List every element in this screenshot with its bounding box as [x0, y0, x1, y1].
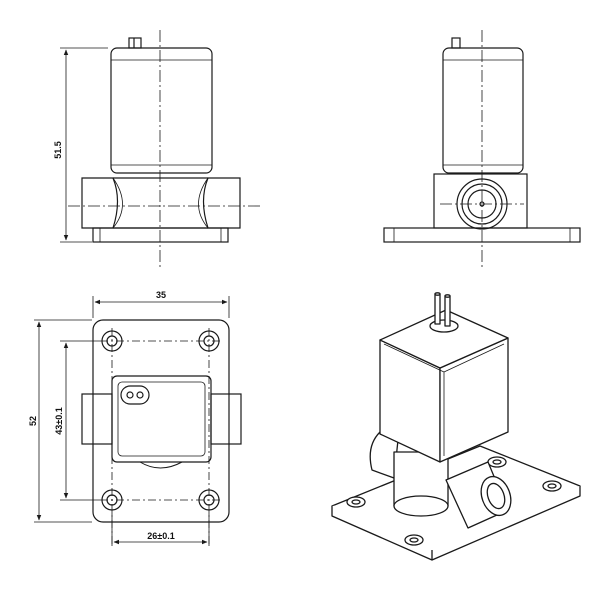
height-dimension: [60, 47, 108, 243]
front-view-coil-body: [110, 47, 213, 174]
side-view-centerlines: [440, 30, 524, 268]
top-view-centerlines: [100, 328, 222, 545]
top-view-base-plate: [92, 319, 230, 523]
top-view-connector: [120, 385, 150, 405]
front-view-base-flange: [92, 227, 229, 243]
top-view-port-right: [210, 393, 242, 445]
hole-spacing-horizontal-label: 26±0.1: [147, 531, 174, 541]
isometric-coil-top: [379, 309, 509, 369]
front-view-valve-body: [81, 177, 119, 229]
isometric-connector-boss: [429, 319, 459, 333]
height-dimension-label: 51.5: [53, 141, 63, 159]
width-dimension: [92, 296, 230, 318]
front-view-centerlines: [68, 30, 262, 268]
front-view: [81, 37, 241, 243]
hole-spacing-horizontal-dimension: [111, 512, 210, 546]
side-view-terminal-pins: [451, 37, 461, 49]
length-dimension-label: 52: [28, 416, 38, 426]
front-view-terminal-pins: [128, 37, 142, 49]
isometric-view: [331, 292, 581, 561]
length-dimension: [34, 319, 92, 523]
isometric-port-back: [369, 431, 399, 479]
isometric-terminal-pin-2: [444, 295, 451, 327]
hole-spacing-vertical-label: 43±0.1: [54, 407, 64, 434]
width-dimension-label: 35: [156, 290, 166, 300]
isometric-terminal-pin-1: [434, 293, 441, 325]
top-view-coil: [111, 375, 212, 463]
side-view-valve-body: [433, 173, 528, 229]
top-view-port-left: [81, 393, 113, 445]
top-view: [81, 319, 242, 523]
side-view-coil-body: [442, 47, 524, 174]
hole-spacing-vertical-dimension: [60, 340, 100, 501]
